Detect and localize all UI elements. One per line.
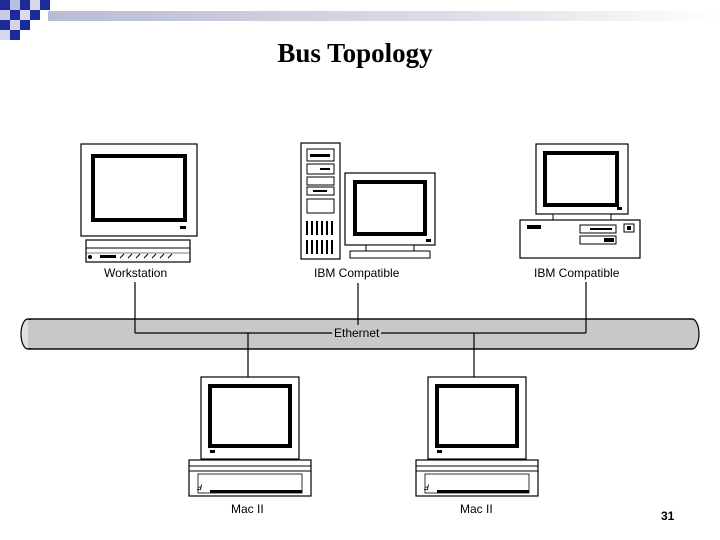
svg-text:ⅎ: ⅎ [423, 482, 429, 493]
ethernet-bus-label: Ethernet [332, 326, 382, 340]
desktop-pc-icon [519, 143, 641, 259]
node-label-ibm-compatible-tower: IBM Compatible [314, 266, 400, 280]
node-label-ibm-compatible-desktop: IBM Compatible [534, 266, 620, 280]
workstation-computer-icon [80, 143, 198, 263]
svg-text:ⅎ: ⅎ [196, 482, 202, 493]
tower-pc-icon [300, 142, 436, 260]
mac-computer-icon: ⅎ [188, 376, 312, 497]
node-label-workstation: Workstation [104, 266, 168, 280]
mac-computer-icon: ⅎ [415, 376, 539, 497]
title-banner-decoration [0, 0, 720, 40]
node-label-mac-ii-right: Mac II [460, 502, 493, 516]
node-label-mac-ii-left: Mac II [231, 502, 264, 516]
slide-page-number: 31 [661, 509, 675, 523]
slide-title: Bus Topology [277, 38, 433, 68]
